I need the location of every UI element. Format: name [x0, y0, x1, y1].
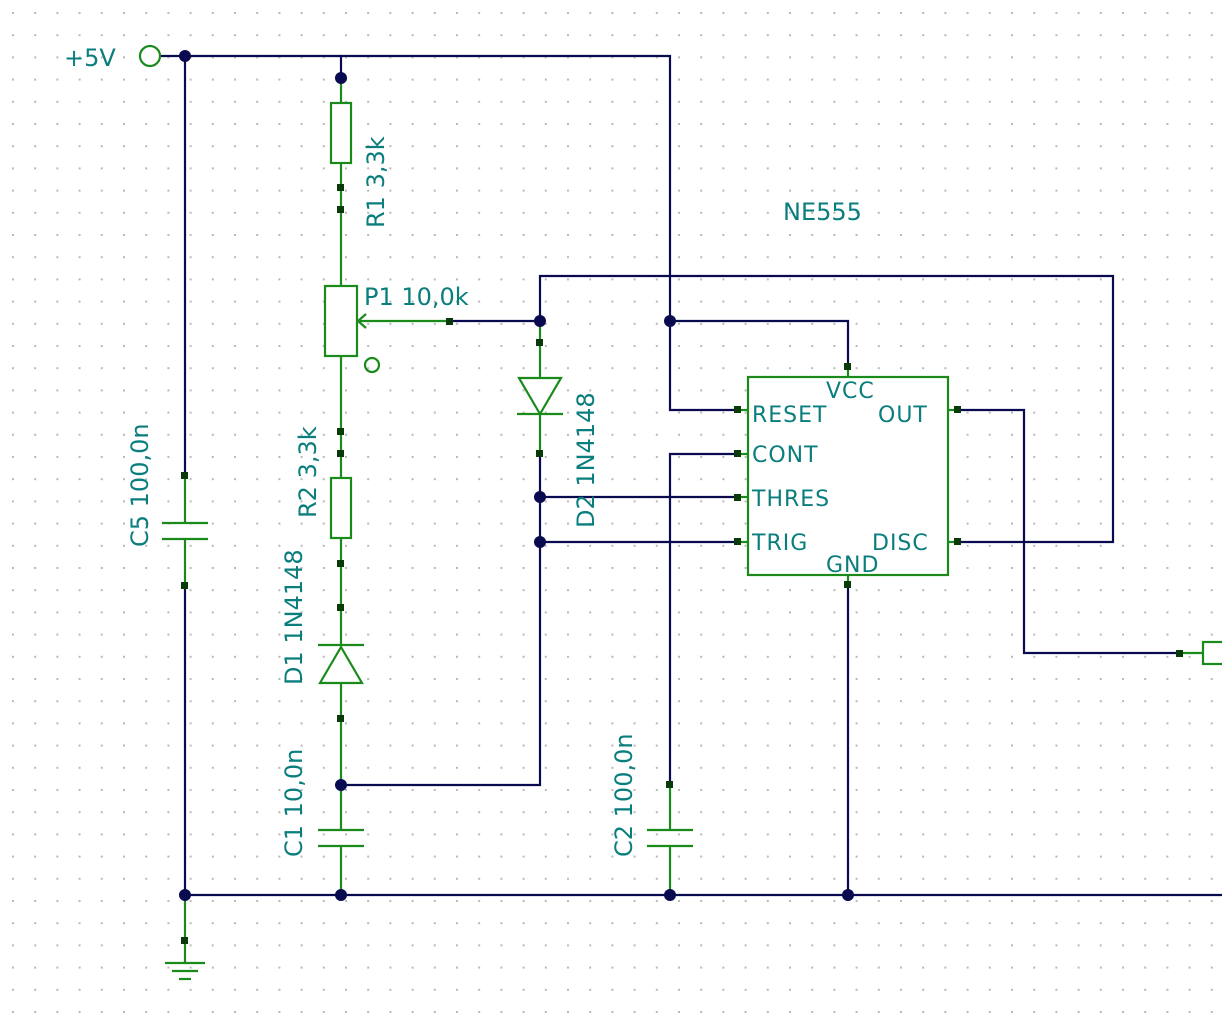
pin-label-vcc: VCC	[826, 379, 875, 404]
connector-icon[interactable]	[1180, 640, 1222, 666]
label-r2: R2 3,3k	[294, 426, 322, 518]
capacitor-c1[interactable]	[318, 785, 364, 895]
pin-label-reset: RESET	[752, 403, 828, 428]
wire-out	[956, 408, 1182, 655]
label-c2: C2 100,0n	[610, 733, 638, 857]
pin-label-out: OUT	[878, 403, 928, 428]
label-r1: R1 3,3k	[362, 136, 390, 228]
junctions	[179, 50, 854, 901]
pin-label-cont: CONT	[752, 443, 819, 468]
label-d1: D1 1N4148	[280, 549, 308, 685]
capacitor-c5[interactable]	[162, 476, 208, 586]
ground-symbol-icon	[165, 895, 205, 981]
label-p1: P1 10,0k	[364, 283, 469, 311]
pin-label-trig: TRIG	[751, 531, 808, 556]
diode-d2[interactable]	[517, 321, 563, 455]
label-d2: D2 1N4148	[572, 392, 600, 528]
diode-d1[interactable]	[318, 643, 364, 785]
wire-disc	[538, 274, 1115, 544]
capacitor-c2[interactable]	[647, 785, 693, 895]
pin-label-thres: THRES	[751, 487, 830, 512]
label-c5: C5 100,0n	[126, 423, 154, 547]
potentiometer-p1[interactable]	[323, 284, 450, 478]
pin-label-gnd: GND	[826, 553, 879, 578]
wire-node-c1	[339, 453, 542, 787]
pot-terminal-icon	[363, 356, 381, 374]
wires	[158, 54, 1222, 897]
resistor-r2[interactable]	[329, 476, 353, 645]
resistor-r1[interactable]	[329, 78, 353, 286]
open-circle-terminal-icon	[138, 44, 162, 68]
ic-body	[746, 375, 950, 577]
label-c1: C1 10,0n	[280, 749, 308, 857]
wire-vcc	[668, 319, 850, 368]
label-supply: +5V	[64, 44, 116, 72]
pin-marks	[181, 184, 1183, 944]
label-ic-name: NE555	[783, 198, 862, 226]
wire-cont	[668, 452, 740, 787]
pin-label-disc: DISC	[872, 531, 929, 556]
wire-supply-reset	[158, 54, 740, 412]
ic-ne555[interactable]: VCC RESET OUT CONT THRES TRIG DISC GND	[738, 366, 958, 584]
